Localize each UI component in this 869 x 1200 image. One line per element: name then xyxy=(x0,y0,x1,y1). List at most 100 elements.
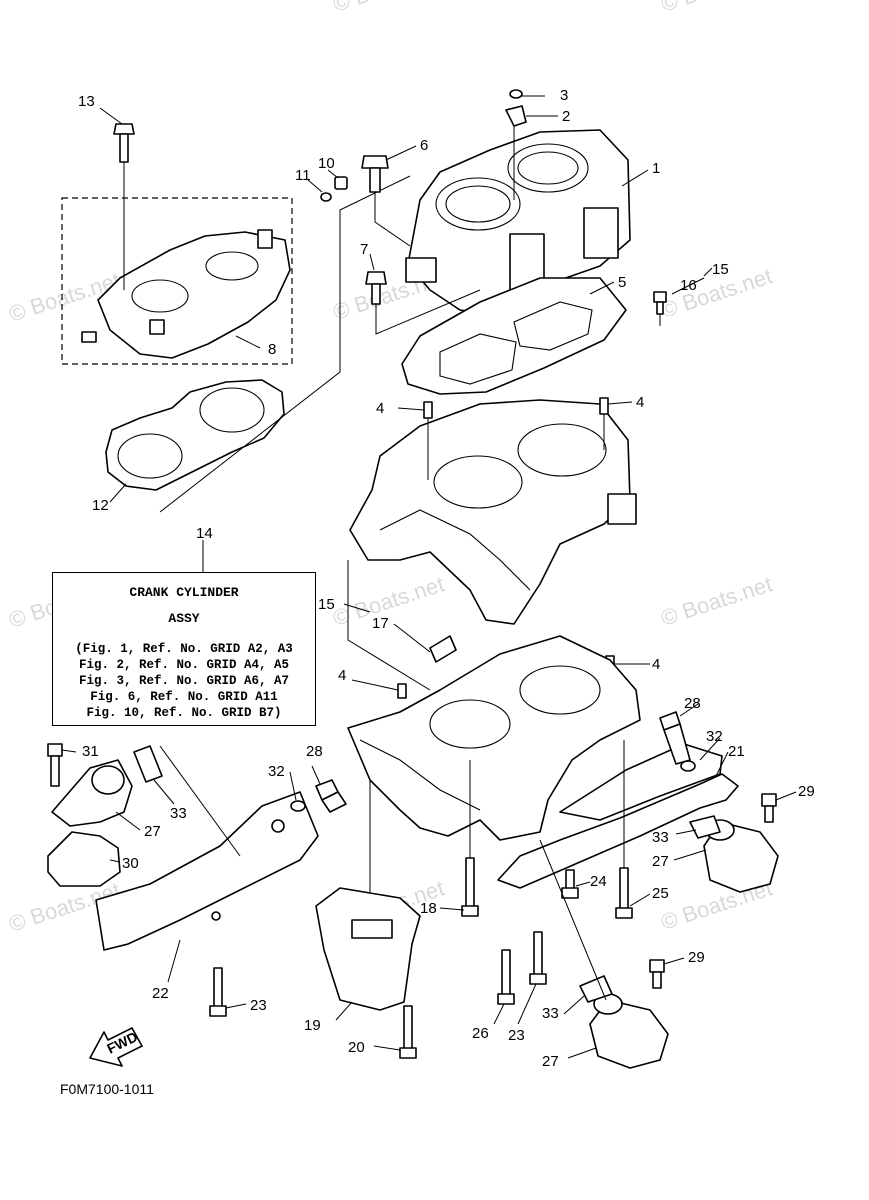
cylinder-bore-inner xyxy=(445,185,511,223)
shim xyxy=(133,745,163,783)
washer-11[interactable] xyxy=(320,192,332,202)
bolt-shank xyxy=(764,805,774,823)
cylinder-bore xyxy=(435,177,521,231)
bolt-13[interactable] xyxy=(113,123,135,290)
note-title-line-2: ASSY xyxy=(168,611,200,626)
bolt-31[interactable] xyxy=(47,743,63,787)
bolt-6[interactable] xyxy=(361,155,411,247)
callout-32: 32 xyxy=(706,728,723,745)
bolt-29[interactable] xyxy=(761,793,777,823)
shim xyxy=(689,815,721,839)
bolt-head xyxy=(113,123,135,135)
callout-14: 14 xyxy=(196,525,213,542)
head-cover-port xyxy=(205,251,259,281)
clip-2[interactable] xyxy=(505,105,527,200)
callout-22: 22 xyxy=(152,985,169,1002)
callout-15: 15 xyxy=(318,596,335,613)
callout-33: 33 xyxy=(652,829,669,846)
bolt-shank xyxy=(663,723,691,765)
mount-27[interactable] xyxy=(589,993,669,1069)
callout-4: 4 xyxy=(376,400,384,417)
bolt-shank xyxy=(656,301,664,315)
cap-10[interactable] xyxy=(334,176,348,190)
watermark: © Boats.net xyxy=(658,571,775,630)
bolt-shank xyxy=(465,857,475,909)
upper-crankcase-15[interactable] xyxy=(349,399,637,625)
cylinder-head-cover-assembly[interactable] xyxy=(61,197,293,365)
callout-12: 12 xyxy=(92,497,109,514)
dowel-4[interactable] xyxy=(397,683,407,699)
gasket-5[interactable] xyxy=(401,277,627,395)
callout-20: 20 xyxy=(348,1039,365,1056)
bolt-28[interactable] xyxy=(315,779,347,813)
callout-29: 29 xyxy=(688,949,705,966)
crank-cylinder-assy-note: CRANK CYLINDER ASSY (Fig. 1, Ref. No. GR… xyxy=(52,572,316,726)
bracket-22[interactable] xyxy=(95,745,319,951)
bolt-29[interactable] xyxy=(649,959,665,989)
screw xyxy=(509,89,523,99)
callout-27: 27 xyxy=(542,1053,559,1070)
assembly-line xyxy=(539,839,607,1001)
bolt-shank xyxy=(50,755,60,787)
callout-18: 18 xyxy=(420,900,437,917)
bracket-hole xyxy=(211,911,221,921)
bolt-shank xyxy=(369,167,381,193)
sleeve-17[interactable] xyxy=(429,635,457,663)
bolt-head xyxy=(497,993,515,1005)
cylinder-foot xyxy=(405,257,437,283)
bolt-18[interactable] xyxy=(461,857,479,917)
bolt-7[interactable] xyxy=(365,271,481,335)
bracket-hole xyxy=(271,819,285,833)
forward-arrow-icon: FWD xyxy=(89,1027,143,1067)
bolt-24[interactable] xyxy=(561,869,579,899)
bolt-head xyxy=(461,905,479,917)
callout-4: 4 xyxy=(338,667,346,684)
shim-33[interactable] xyxy=(133,745,163,783)
note-line: Fig. 2, Ref. No. GRID A4, A5 xyxy=(78,658,290,672)
bolt-23[interactable] xyxy=(529,931,547,985)
assembly-frame xyxy=(61,197,293,365)
bolt-shank xyxy=(565,869,575,891)
head-cover-boss xyxy=(257,229,273,249)
head-cover-port xyxy=(131,279,189,313)
callout-1: 1 xyxy=(652,160,660,177)
cap xyxy=(334,176,348,190)
bracket-body xyxy=(95,791,319,951)
note-line: Fig. 6, Ref. No. GRID A11 xyxy=(90,690,278,704)
bolt-28[interactable] xyxy=(659,711,691,765)
washer-32[interactable] xyxy=(290,800,306,812)
bolt-16[interactable] xyxy=(653,291,667,326)
callout-32: 32 xyxy=(268,763,285,780)
bolt-20[interactable] xyxy=(399,1005,417,1059)
mount-body xyxy=(315,887,421,1011)
crankcase-tab xyxy=(607,493,637,525)
crank-journal xyxy=(519,665,601,715)
dowel-4[interactable] xyxy=(599,397,609,450)
callout-5: 5 xyxy=(618,274,626,291)
callout-29: 29 xyxy=(798,783,815,800)
bolt-shank xyxy=(119,133,129,163)
cylinder-1[interactable] xyxy=(405,129,631,317)
gasket-bore xyxy=(117,433,183,479)
screw-3[interactable] xyxy=(509,89,523,99)
plate-30[interactable] xyxy=(47,831,121,887)
note-line: (Fig. 1, Ref. No. GRID A2, A3 xyxy=(75,642,293,656)
note-line: Fig. 3, Ref. No. GRID A6, A7 xyxy=(78,674,290,688)
bolt-25[interactable] xyxy=(615,867,633,919)
callout-4: 4 xyxy=(636,394,644,411)
callout-27: 27 xyxy=(144,823,161,840)
mount-19[interactable] xyxy=(315,887,421,1011)
lower-crankcase[interactable] xyxy=(347,560,641,841)
bolt-23[interactable] xyxy=(209,967,227,1017)
bolt-shank xyxy=(321,791,347,813)
mount-27[interactable] xyxy=(51,759,133,827)
bolt-26[interactable] xyxy=(497,949,515,1005)
assembly-line xyxy=(347,560,431,691)
bolt-shank xyxy=(371,283,381,305)
note-line: Fig. 10, Ref. No. GRID B7) xyxy=(86,706,282,720)
dowel xyxy=(423,401,433,419)
bolt-shank xyxy=(652,971,662,989)
shim-33[interactable] xyxy=(689,815,721,839)
callout-21: 21 xyxy=(728,743,745,760)
